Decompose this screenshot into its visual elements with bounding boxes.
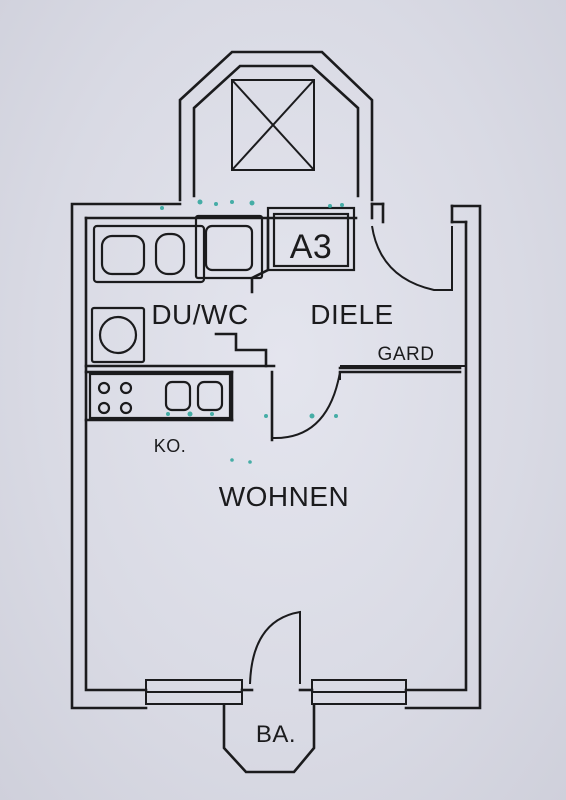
entry-door	[371, 225, 453, 291]
room-label-wardrobe: GARD	[378, 344, 435, 365]
outer-walls	[70, 202, 482, 710]
doors	[271, 225, 453, 440]
shaft-box	[231, 79, 315, 171]
living-door	[271, 371, 341, 440]
shower-tray	[92, 224, 206, 284]
windows	[145, 679, 407, 705]
marker-dots	[160, 199, 344, 464]
sink-basin	[196, 380, 224, 412]
room-label-kitchen: KO.	[154, 436, 187, 456]
room-label-balcony: BA.	[256, 721, 296, 748]
hob-burner	[119, 381, 133, 395]
hob-burner	[97, 401, 111, 415]
elevator-label: A3	[290, 228, 333, 266]
kitchen-fixtures	[88, 372, 232, 420]
room-label-hall: DIELE	[310, 299, 393, 330]
room-label-living: WOHNEN	[219, 481, 350, 512]
bathroom-fixtures	[90, 214, 264, 364]
elevator-box: A3	[266, 206, 356, 272]
sink-basin	[164, 380, 192, 412]
washing-machine	[90, 306, 146, 364]
shaft-bay	[178, 50, 374, 202]
washbasin-cabinet	[194, 214, 264, 280]
balcony	[222, 610, 316, 774]
hob-burner	[119, 401, 133, 415]
hob-burner	[97, 381, 111, 395]
interior-walls	[84, 216, 466, 442]
kitchen-counter	[88, 372, 232, 420]
toilet	[154, 232, 186, 276]
room-labels: DU/WC DIELE GARD KO. WOHNEN BA.	[151, 299, 434, 748]
room-label-bath: DU/WC	[151, 299, 248, 330]
